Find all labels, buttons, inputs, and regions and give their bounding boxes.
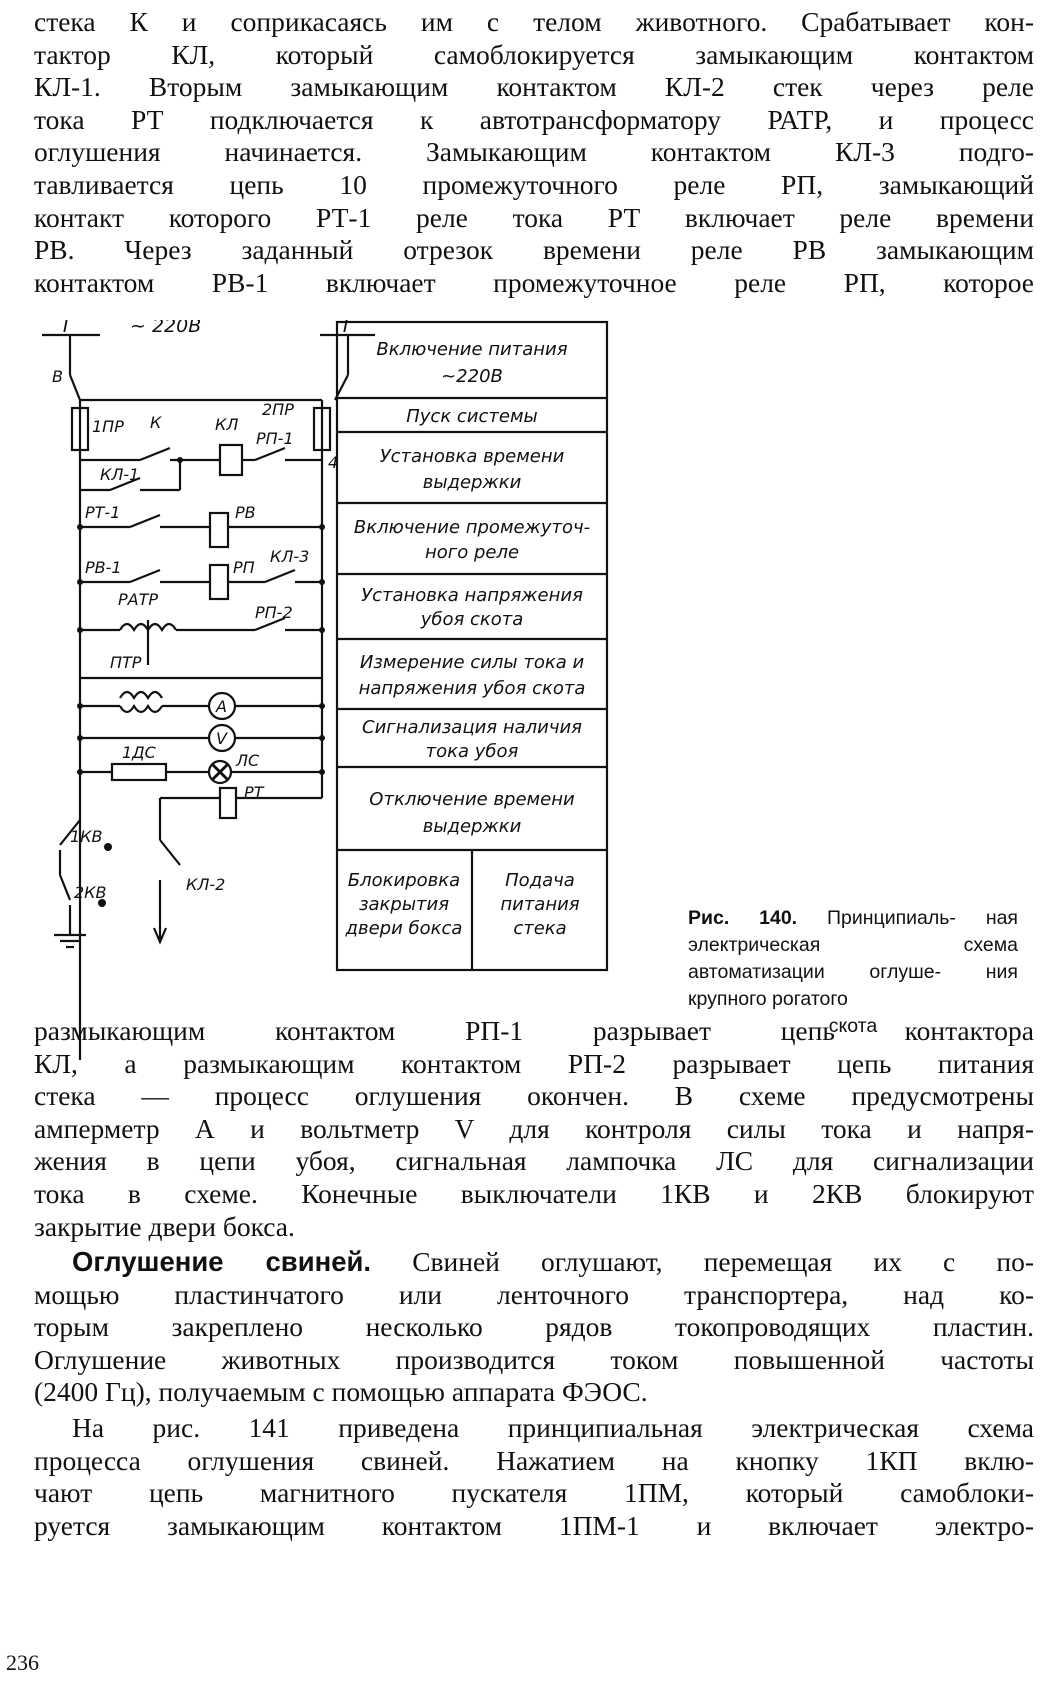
fuse-1pr-label: 1ПР <box>92 417 124 436</box>
text-line: чают цепь магнитного пускателя 1ПМ, кото… <box>34 1477 1034 1509</box>
contact-rv1-label: РВ-1 <box>85 558 122 577</box>
figure-number: Рис. 140. <box>688 907 798 929</box>
last-paragraph: На рис. 141 приведена принципиальная эле… <box>34 1412 1034 1542</box>
switch-1kv-label: 1КВ <box>70 827 103 846</box>
block-relay-on-line2: ного реле <box>425 542 519 563</box>
fuse-2pr-label: 2ПР <box>262 400 294 419</box>
contact-kl1-label: КЛ-1 <box>100 465 139 484</box>
block-system-start: Пуск системы <box>406 406 538 427</box>
block-signal-line2: тока убоя <box>426 741 519 762</box>
text-line: КЛ, а размыкающим контактом РП-2 разрыва… <box>34 1047 1034 1079</box>
text-line: Оглушение свиней. Свиней оглушают, перем… <box>34 1246 1034 1279</box>
caption-text-line: Принципиаль- <box>827 907 956 929</box>
text-line: контактом РВ-1 включает промежуточное ре… <box>34 266 1034 298</box>
contact-kl3-label: КЛ-3 <box>270 547 309 566</box>
block-power-on-line1: Включение питания <box>376 339 567 360</box>
block-signal-line1: Сигнализация наличия <box>362 717 582 738</box>
switch-b-label: В <box>52 367 63 386</box>
text-line: процесса оглушения свиней. Нажатием на к… <box>34 1444 1034 1476</box>
text-line: Оглушение животных производится током по… <box>34 1343 1034 1375</box>
caption-last-line: скота <box>828 1015 878 1037</box>
text-line: стека К и соприкасаясь им с телом животн… <box>34 6 1034 37</box>
middle-paragraph: размыкающим контактом РП-1 разрывает цеп… <box>34 1015 1034 1243</box>
text-line: контакт которого РТ-1 реле тока РТ включ… <box>34 201 1034 233</box>
text-line: оглушения начинается. Замыкающим контакт… <box>34 136 1034 168</box>
circuit-figure: Т ~ 220В Т В 1ПР 2ПР К КЛ РП-1 4 КЛ-1 РТ… <box>42 320 609 1060</box>
caption-text-line: ная электрическая схема <box>688 907 1018 956</box>
block-time-setting-line1: Установка времени <box>380 446 565 467</box>
text-line: тавливается цепь 10 промежуточного реле … <box>34 168 1034 200</box>
heading-line-rest: Свиней оглушают, перемещая их с по- <box>412 1246 1034 1277</box>
relay-rp-label: РП <box>233 558 255 577</box>
text-line: На рис. 141 приведена принципиальная эле… <box>72 1412 1034 1443</box>
top-paragraph: стека К и соприкасаясь им с телом животн… <box>34 6 1034 299</box>
text-line: тока в схеме. Конечные выключатели 1КВ и… <box>34 1177 1034 1209</box>
block-time-off-line2: выдержки <box>423 816 522 837</box>
transformer-ptr-label: ПТР <box>110 653 142 672</box>
block-measure-line1: Измерение силы тока и <box>360 652 585 673</box>
block-stack-power-line3: стека <box>513 918 566 939</box>
resistor-1ds-label: 1ДС <box>122 743 157 762</box>
section-heading: Оглушение свиней. <box>72 1246 372 1277</box>
block-voltage-set-line1: Установка напряжения <box>361 585 583 606</box>
button-k-label: К <box>150 413 162 432</box>
block-door-lock-line1: Блокировка <box>348 870 460 891</box>
block-door-lock-line3: двери бокса <box>345 918 463 939</box>
ammeter-label: A <box>215 697 227 716</box>
voltmeter-label: V <box>216 729 228 748</box>
text-line: тактор КЛ, который самоблокируется замык… <box>34 38 1034 70</box>
page-number: 236 <box>6 1650 39 1675</box>
terminal-left-label: Т <box>60 320 73 337</box>
text-line: тока РТ подключается к автотрансформатор… <box>34 103 1034 135</box>
caption-text-line: автоматизации оглуше- <box>688 961 942 983</box>
text-line: (2400 Гц), получаемым с помощью аппарата… <box>34 1376 648 1408</box>
block-stack-power-line2: питания <box>500 894 579 915</box>
relay-rv-label: РВ <box>235 503 256 522</box>
block-voltage-set-line2: убоя скота <box>420 609 524 630</box>
block-relay-on-line1: Включение промежуточ- <box>354 517 590 538</box>
contact-rt1-label: РТ-1 <box>85 503 120 522</box>
contact-rp2-label: РП-2 <box>255 603 293 622</box>
autotransformer-ratr-label: РАТР <box>118 590 158 609</box>
switch-2kv-label: 2КВ <box>74 883 107 902</box>
contact-rp1-label: РП-1 <box>256 429 294 448</box>
text-line: торым закреплено несколько рядов токопро… <box>34 1311 1034 1343</box>
block-measure-line2: напряжения убоя скота <box>359 678 586 699</box>
block-stack-power-line1: Подача <box>505 870 575 891</box>
text-line: стека — процесс оглушения окончен. В схе… <box>34 1080 1034 1112</box>
contactor-kl-label: КЛ <box>215 415 238 434</box>
terminal-right-label: Т <box>340 320 353 337</box>
block-time-off-line1: Отключение времени <box>369 789 575 810</box>
text-line: мощью пластинчатого или ленточного транс… <box>34 1278 1034 1310</box>
block-door-lock-line2: закрытия <box>359 894 449 915</box>
block-time-setting-line2: выдержки <box>423 472 522 493</box>
text-line: руется замыкающим контактом 1ПМ-1 и вклю… <box>34 1509 1034 1541</box>
text-line: размыкающим контактом РП-1 разрывает цеп… <box>34 1015 1034 1046</box>
contact-kl2-label: КЛ-2 <box>186 875 225 894</box>
pigs-section: Оглушение свиней. Свиней оглушают, перем… <box>34 1246 1034 1409</box>
text-line: амперметр А и вольтметр V для контроля с… <box>34 1112 1034 1144</box>
supply-label: ~ 220В <box>130 320 201 337</box>
text-line: закрытие двери бокса. <box>34 1210 295 1242</box>
figure-caption: Рис. 140. Принципиаль- ная электрическая… <box>688 905 1018 1040</box>
text-line: жения в цепи убоя, сигнальная лампочка Л… <box>34 1145 1034 1177</box>
text-line: РВ. Через заданный отрезок времени реле … <box>34 234 1034 266</box>
block-power-on-line2: ~220В <box>441 366 503 387</box>
node-4-label: 4 <box>328 453 338 472</box>
relay-rt-label: РТ <box>244 783 265 802</box>
text-line: КЛ-1. Вторым замыкающим контактом КЛ-2 с… <box>34 71 1034 103</box>
lamp-ls-label: ЛС <box>235 751 260 770</box>
caption-text-line: ния крупного рогатого <box>688 961 1018 1010</box>
